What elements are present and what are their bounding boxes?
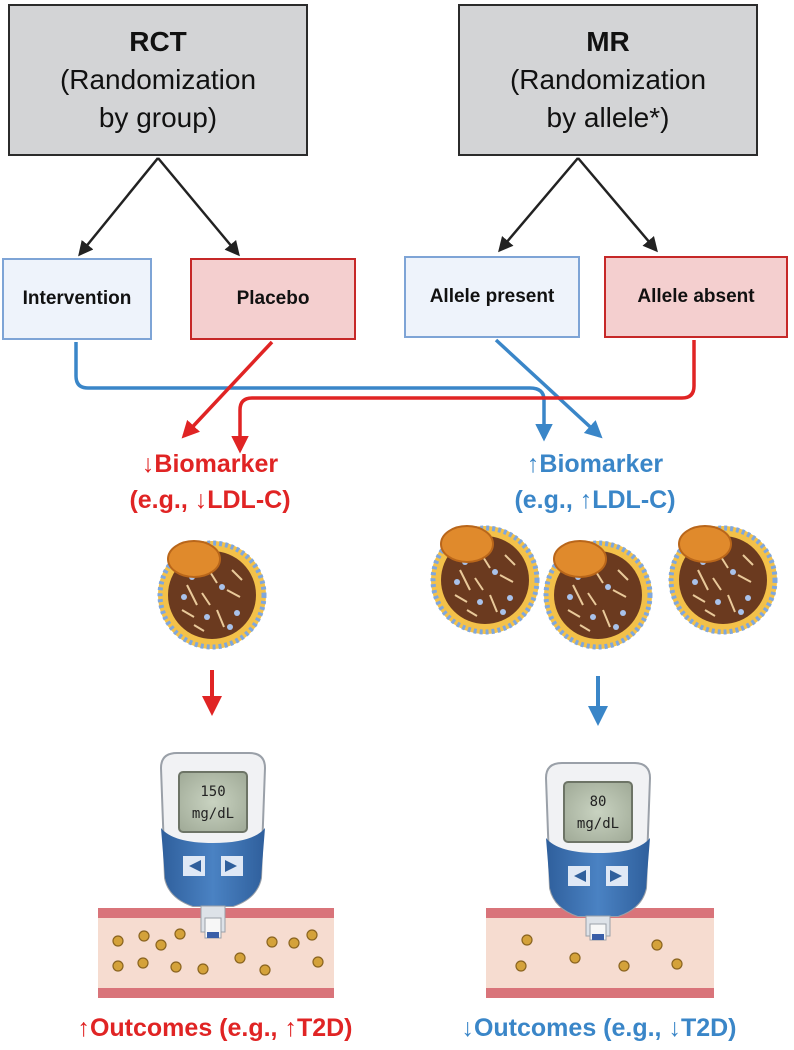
right-meter-unit: mg/dL [577, 816, 619, 832]
rct-box: RCT (Randomization by group) [8, 4, 308, 156]
mr-box: MR (Randomization by allele*) [458, 4, 758, 156]
placebo-label: Placebo [236, 288, 310, 309]
ldl-particle-icon [157, 540, 267, 650]
glucose-meter-icon: 150 mg/dL [159, 752, 267, 939]
intervention-label: Intervention [22, 288, 132, 309]
ldl-particle-icon [544, 541, 652, 649]
mr-branch-arrows [498, 157, 658, 253]
allele-present-box: Allele present [404, 256, 580, 338]
right-biomarker-label: ↑Biomarker (e.g., ↑LDL-C) [445, 446, 745, 519]
right-outcome-label: ↓Outcomes (e.g., ↓T2D) [461, 1014, 737, 1042]
rct-title: RCT [129, 26, 187, 58]
left-outcome-label: ↑Outcomes (e.g., ↑T2D) [77, 1014, 353, 1042]
left-meter-unit: mg/dL [192, 806, 234, 822]
mr-subtitle: (Randomization by allele*) [509, 64, 707, 133]
left-biomarker-example: (e.g., ↓LDL-C) [129, 486, 291, 515]
left-biomarker-label: ↓Biomarker (e.g., ↓LDL-C) [60, 446, 360, 519]
right-biomarker: ↑Biomarker [526, 450, 664, 478]
mr-title: MR [586, 26, 630, 58]
placebo-box: Placebo [190, 258, 356, 340]
ldl-particle-icon [431, 526, 539, 634]
blue-connector-arrows [74, 338, 603, 442]
rct-branch-arrows [78, 157, 240, 257]
glucose-meter-icon: 80 mg/dL [544, 762, 652, 941]
ldl-particle-icon [669, 526, 777, 634]
allele-absent-box: Allele absent [604, 256, 788, 338]
left-biomarker: ↓Biomarker [141, 450, 279, 478]
right-biomarker-example: (e.g., ↑LDL-C) [514, 486, 676, 515]
red-connector-arrows [181, 340, 696, 454]
left-meter-value: 150 [200, 784, 225, 800]
intervention-box: Intervention [2, 258, 152, 340]
rct-subtitle: (Randomization by group) [59, 64, 257, 133]
allele-present-label: Allele present [429, 286, 555, 307]
allele-absent-label: Allele absent [637, 286, 755, 307]
right-meter-value: 80 [590, 794, 607, 810]
